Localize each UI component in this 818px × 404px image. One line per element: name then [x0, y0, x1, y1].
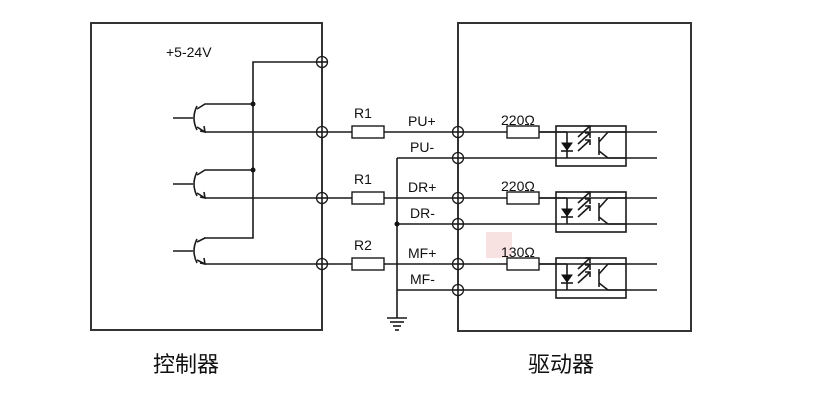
- optocoupler-body: [555, 257, 627, 299]
- phototransistor-emitter: [598, 282, 626, 291]
- ground-icon: [387, 317, 407, 331]
- phototransistor-emitter: [598, 216, 626, 225]
- led-diode-icon: [561, 208, 573, 217]
- light-arrow-head: [585, 191, 591, 197]
- light-arrow-head: [585, 132, 591, 138]
- phototransistor-collector: [598, 197, 626, 209]
- light-arrow-head: [585, 257, 591, 263]
- collector-lead: [196, 169, 253, 176]
- resistor-icon: [351, 125, 385, 139]
- terminal-icon: [451, 191, 465, 205]
- light-arrow-head: [585, 198, 591, 204]
- light-arrow-icon: [577, 257, 591, 270]
- terminal-icon: [451, 257, 465, 271]
- resistor-icon: [351, 257, 385, 271]
- light-arrow-icon: [577, 271, 591, 284]
- resistor-label: R1: [354, 171, 372, 187]
- optocoupler-body: [555, 125, 627, 167]
- optocoupler-body: [555, 191, 627, 233]
- base-bar: [193, 238, 198, 264]
- internal-resistor-label: 220Ω: [501, 178, 535, 194]
- terminal-icon: [451, 125, 465, 139]
- terminal-icon: [315, 257, 329, 271]
- light-arrow-icon: [577, 125, 591, 138]
- signal-plus-label: MF+: [408, 245, 436, 261]
- supply-rail: [204, 61, 322, 239]
- phototransistor-collector: [598, 131, 626, 143]
- light-arrow-icon: [577, 132, 591, 145]
- highlight-marker: [486, 232, 512, 258]
- terminal-icon: [315, 125, 329, 139]
- optocoupler-icon: [539, 191, 627, 233]
- light-arrow-head: [585, 271, 591, 277]
- controller-box: [90, 22, 323, 331]
- internal-resistor-label: 130Ω: [501, 244, 535, 260]
- optocoupler-icon: [539, 257, 627, 299]
- internal-resistor-label: 220Ω: [501, 112, 535, 128]
- light-arrow-head: [585, 125, 591, 131]
- resistor-icon: [351, 191, 385, 205]
- driver-caption: 驱动器: [528, 353, 594, 378]
- terminal-icon: [451, 151, 465, 165]
- light-arrow-head: [585, 205, 591, 211]
- base-bar: [193, 171, 198, 197]
- led-diode-icon: [561, 274, 573, 283]
- signal-minus-label: PU-: [410, 139, 434, 155]
- npn-transistor-icon: [173, 169, 253, 200]
- terminal-icon: [451, 283, 465, 297]
- light-arrow-head: [585, 264, 591, 270]
- base-bar: [193, 105, 198, 131]
- light-arrow-icon: [577, 264, 591, 277]
- terminal-icon: [315, 191, 329, 205]
- driver-box: [457, 22, 692, 332]
- signal-plus-label: PU+: [408, 113, 436, 129]
- junction-dot: [394, 221, 400, 227]
- optocoupler-icon: [539, 125, 627, 167]
- terminal-icon: [315, 55, 329, 69]
- supply-voltage-label: +5-24V: [166, 44, 212, 60]
- collector-lead: [196, 237, 206, 243]
- signal-minus-label: MF-: [410, 271, 435, 287]
- signal-plus-label: DR+: [408, 179, 436, 195]
- terminal-icon: [451, 217, 465, 231]
- light-arrow-icon: [577, 139, 591, 152]
- npn-transistor-icon: [173, 237, 206, 266]
- controller-caption: 控制器: [153, 353, 219, 378]
- led-diode-icon: [561, 142, 573, 151]
- npn-transistor-icon: [173, 103, 253, 134]
- resistor-label: R2: [354, 237, 372, 253]
- light-arrow-head: [585, 139, 591, 145]
- light-arrow-icon: [577, 198, 591, 211]
- light-arrow-icon: [577, 191, 591, 204]
- phototransistor-collector: [598, 263, 626, 275]
- phototransistor-emitter: [598, 150, 626, 159]
- collector-lead: [196, 103, 253, 110]
- resistor-label: R1: [354, 105, 372, 121]
- light-arrow-icon: [577, 205, 591, 218]
- signal-minus-label: DR-: [410, 205, 435, 221]
